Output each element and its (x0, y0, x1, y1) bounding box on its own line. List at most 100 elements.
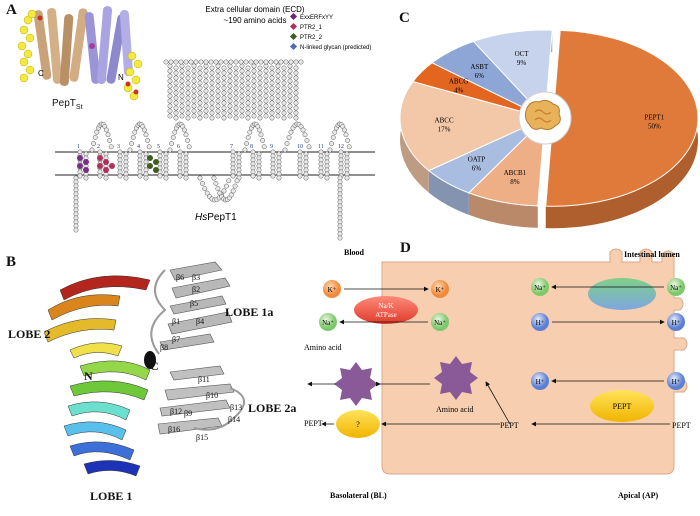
na-ion-apical-cell (531, 278, 549, 296)
ecd-subtitle: ~190 amino acids (224, 16, 287, 25)
na-ion-blood-label: Na⁺ (322, 319, 334, 327)
lobe-1a-label: LOBE 1a (225, 305, 273, 319)
lobe-2-ribbon (43, 275, 151, 359)
pie-slice-pept1 (545, 29, 699, 207)
helix-number: 5 (157, 144, 160, 150)
h-ion-cell-label: H⁺ (536, 319, 545, 327)
pie-labels: PEPT150%ABCB18%OATP6%ABCC17%ABCG4%ASBT6%… (435, 50, 665, 186)
helix-number: 11 (318, 144, 324, 150)
pept-st-structure (17, 6, 143, 101)
pie-slice-abcc (399, 80, 547, 172)
pept-transporter-label: PEPT (613, 402, 632, 411)
h-ion-cell (531, 313, 549, 331)
panel-b-label: B (6, 254, 17, 270)
panel-b: B (0, 250, 300, 511)
protein-ribbon-structure: LOBE 2 LOBE 1a LOBE 2a LOBE 1 N C β6 β3 … (8, 261, 296, 503)
amino-acid-cell-label: Amino acid (436, 405, 474, 414)
strand-label: β14 (228, 415, 240, 424)
intestine-icon (518, 91, 572, 145)
k-ion-blood-label: K⁺ (328, 286, 337, 294)
helix-number: 1 (77, 144, 80, 150)
lobe-1-label: LOBE 1 (90, 489, 132, 503)
helix-number: 3 (117, 144, 120, 150)
legend-item-exxerfxyy: ExxERFxYY (300, 15, 333, 21)
h-ion-pept-lumen (667, 372, 685, 390)
strand-label: β5 (190, 299, 198, 308)
unknown-transporter-label: ? (356, 420, 360, 429)
pie-label-name: OCT (515, 50, 530, 58)
blood-label: Blood (344, 248, 365, 257)
strand-label: β9 (184, 409, 192, 418)
strand-label: β16 (168, 425, 180, 434)
motif-highlights (77, 155, 159, 173)
pie-label-value: 6% (472, 164, 482, 172)
protein-label-italic: Hs (195, 212, 207, 223)
atpase-label-1: Na/K (378, 302, 393, 310)
helix-number: 7 (230, 144, 233, 150)
na-ion-blood (319, 313, 337, 331)
h-ion-pept-cell-label: H⁺ (536, 378, 545, 386)
legend-item-ptr2-1: PTR2_1 (300, 25, 323, 31)
na-ion-lumen (667, 278, 685, 296)
pie-label-name: ABCC (435, 117, 454, 125)
helix-number: 4 (137, 144, 140, 150)
pie-label-value: 50% (648, 122, 661, 130)
strand-label: β2 (192, 285, 200, 294)
pept-blood-label: PEPT (304, 419, 323, 428)
legend-item-ptr2-2: PTR2_2 (300, 35, 323, 41)
ecd-loop (163, 59, 304, 121)
strand-label: β7 (172, 335, 180, 344)
strand-label: β3 (192, 273, 200, 282)
na-ion-apical-cell-label: Na⁺ (534, 284, 546, 292)
pie-label-value: 17% (438, 126, 451, 134)
n-term-label: N (84, 369, 93, 383)
strand-label: β1 (172, 317, 180, 326)
panel-d-label: D (400, 240, 411, 256)
k-ion-blood (323, 280, 341, 298)
strand-label: β12 (170, 407, 182, 416)
transmembrane-helices (73, 121, 352, 241)
panel-c-label: C (399, 10, 410, 26)
unknown-transporter (336, 410, 380, 438)
strand-labels: β6 β3 β2 β5 β4 β1 β7 β8 β11 β10 β13 β12 … (160, 273, 242, 442)
panel-a: A C N PepTSt (0, 0, 380, 250)
panel-a-figure: C N PepTSt Extra cellular domain (ECD) ~… (17, 5, 375, 241)
terminal-c-label: C (38, 69, 44, 78)
strand-label: β15 (196, 433, 208, 442)
pie-label-value: 8% (510, 178, 519, 186)
apical-label: Apical (AP) (618, 491, 659, 500)
svg-text:HsPepT1: HsPepT1 (195, 212, 237, 223)
pept-cell-label: PEPT (500, 421, 519, 430)
pie-chart: PEPT150%ABCB18%OATP6%ABCC17%ABCG4%ASBT6%… (399, 29, 699, 229)
helix-number: 9 (270, 144, 273, 150)
h-ion-pept-cell (531, 372, 549, 390)
atpase-label-2: ATPase (375, 311, 396, 319)
svg-text:PepTSt: PepTSt (52, 98, 83, 111)
helix-number: 12 (338, 144, 344, 150)
k-ion-cell-label: K⁺ (436, 286, 445, 294)
pie-slice-side (428, 170, 469, 215)
amino-acid-icon (434, 356, 478, 400)
h-ion-lumen (667, 313, 685, 331)
c-term-label: C (150, 359, 159, 373)
na-k-atpase (354, 296, 418, 324)
pie-slice-side (468, 192, 538, 228)
pie-label-value: 4% (454, 87, 464, 95)
pie-label-name: PEPT1 (644, 113, 664, 121)
transport-diagram: Blood Intestinal lumen Basolateral (BL) … (304, 248, 691, 500)
pie-label-name: ASBT (470, 63, 489, 71)
na-ion-cell (431, 313, 449, 331)
lobe-2-label: LOBE 2 (8, 327, 50, 341)
panel-a-label: A (6, 2, 17, 18)
ecd-title: Extra cellular domain (ECD) (205, 5, 304, 14)
structure-label: PepT (52, 98, 76, 109)
na-ion-cell-label: Na⁺ (434, 319, 446, 327)
pie-label-value: 9% (517, 59, 527, 67)
lumen-label: Intestinal lumen (624, 250, 680, 259)
protein-label: PepT1 (207, 212, 237, 223)
pept-transporter (590, 390, 654, 422)
lobe-1-ribbon (63, 360, 151, 477)
strand-label: β11 (198, 375, 210, 384)
helix-number: 2 (97, 144, 100, 150)
